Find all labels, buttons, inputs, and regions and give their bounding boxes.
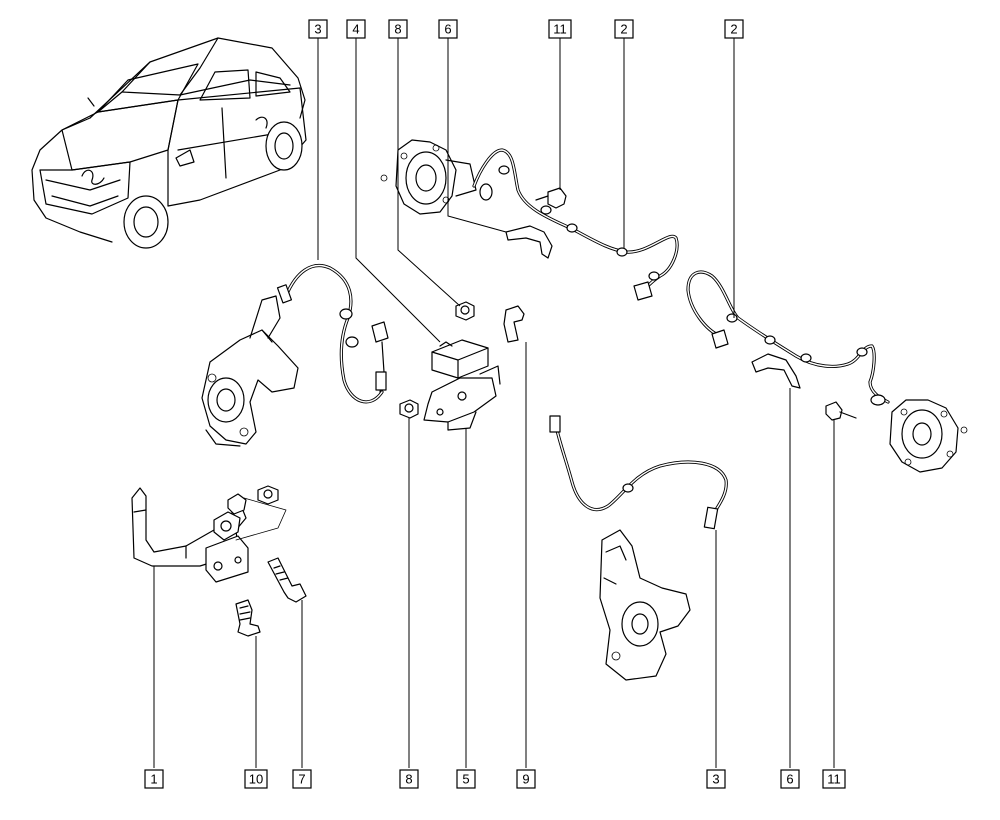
front-right-wheel-speed-sensor — [549, 415, 728, 530]
callout-bottom-11: 11 — [822, 769, 846, 789]
nut-8-top — [455, 301, 475, 321]
rear-right-wheel-speed-sensor — [686, 270, 890, 406]
callout-label: 9 — [522, 772, 529, 787]
bolt-9 — [503, 305, 525, 343]
callout-top-11: 11 — [548, 19, 572, 39]
callout-top-2a: 2 — [614, 19, 634, 39]
rear-left-hub — [380, 139, 477, 215]
clip-6-right — [751, 353, 801, 389]
callout-bottom-9: 9 — [516, 769, 536, 789]
callout-bottom-5: 5 — [456, 769, 476, 789]
callout-label: 7 — [298, 772, 305, 787]
bolt-10 — [235, 599, 261, 637]
callout-top-4: 4 — [346, 19, 366, 39]
vehicle-illustration — [31, 37, 307, 249]
nut-top-bracket — [257, 485, 279, 505]
callout-top-3: 3 — [308, 19, 328, 39]
callout-label: 4 — [352, 22, 359, 37]
callout-bottom-8: 8 — [399, 769, 419, 789]
rear-right-hub — [889, 399, 968, 473]
callout-top-2b: 2 — [724, 19, 744, 39]
callout-top-6: 6 — [438, 19, 458, 39]
bolt-7 — [267, 557, 307, 603]
callout-label: 8 — [394, 22, 401, 37]
mounting-bracket — [131, 487, 287, 583]
callout-bottom-3: 3 — [706, 769, 726, 789]
callout-label: 6 — [786, 772, 793, 787]
callout-label: 3 — [314, 22, 321, 37]
callout-top-8: 8 — [388, 19, 408, 39]
front-left-knuckle — [201, 295, 299, 447]
bolt-11-top — [535, 187, 567, 209]
nut-8-bottom — [399, 399, 419, 419]
callout-label: 6 — [444, 22, 451, 37]
callout-label: 3 — [712, 772, 719, 787]
callout-label: 2 — [620, 22, 627, 37]
bolt-11-right — [825, 401, 857, 421]
rear-left-wheel-speed-sensor — [472, 148, 679, 301]
callout-label: 8 — [405, 772, 412, 787]
front-right-knuckle — [599, 529, 691, 681]
control-unit-4 — [431, 339, 489, 379]
callout-bottom-1: 1 — [144, 769, 164, 789]
callout-bottom-7: 7 — [292, 769, 312, 789]
front-wheel-icon — [123, 195, 169, 249]
clip-6-top — [505, 225, 553, 259]
callout-label: 11 — [827, 772, 841, 787]
callout-bottom-6: 6 — [780, 769, 800, 789]
front-left-wheel-speed-sensor — [276, 263, 389, 404]
callout-label: 2 — [730, 22, 737, 37]
callout-label: 10 — [249, 772, 263, 787]
callout-bottom-10: 10 — [244, 769, 268, 789]
ecu-bracket-5 — [423, 365, 501, 431]
callout-label: 11 — [553, 22, 567, 37]
callout-label: 1 — [150, 772, 157, 787]
rear-wheel-icon — [265, 121, 303, 171]
callout-label: 5 — [462, 772, 469, 787]
leader-lines — [153, 38, 835, 768]
